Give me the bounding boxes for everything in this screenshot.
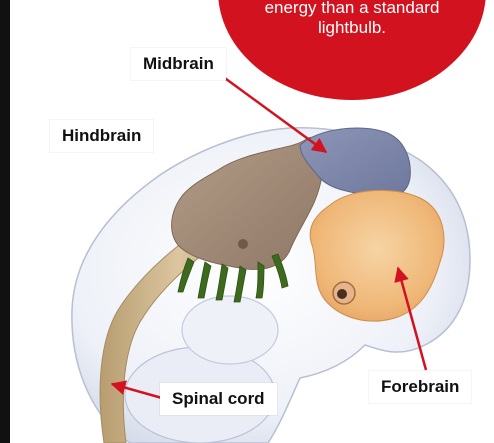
label-spinal-cord: Spinal cord [160,383,277,415]
label-forebrain: Forebrain [369,371,471,403]
label-hindbrain: Hindbrain [50,120,153,152]
hindbrain-otic-pit [238,239,248,249]
eye-pupil [337,289,347,299]
callout-text: energy than a standard lightbulb. [218,0,486,38]
label-midbrain: Midbrain [131,48,226,80]
left-edge-bar [0,0,10,443]
embryo-limb-bud [182,296,278,364]
